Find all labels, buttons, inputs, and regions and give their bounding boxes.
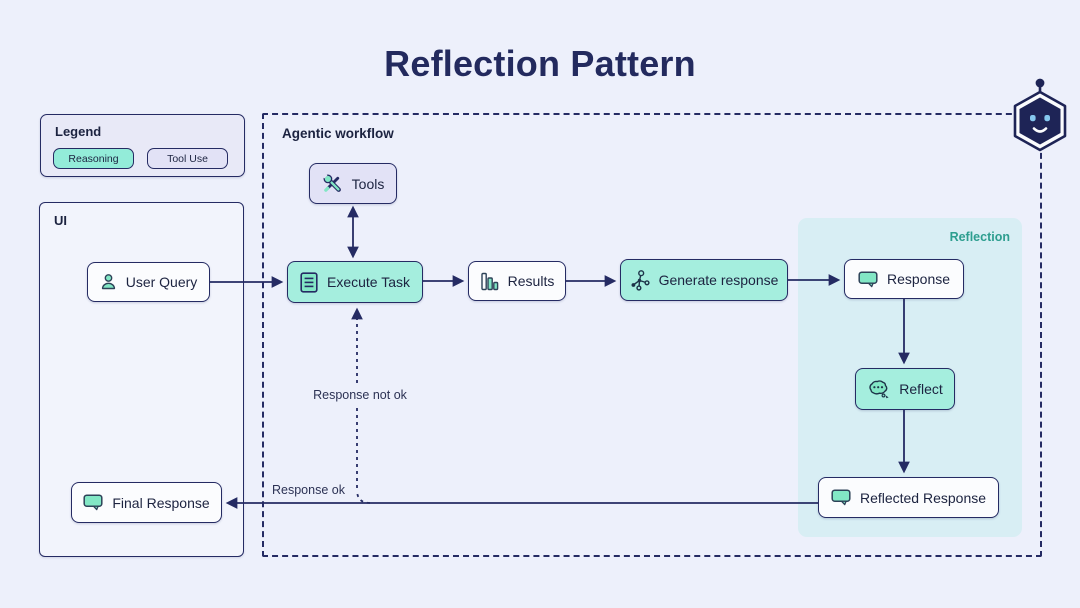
final-response-node: Final Response bbox=[71, 482, 222, 523]
reflection-title: Reflection bbox=[949, 230, 1010, 244]
legend-reasoning-pill: Reasoning bbox=[53, 148, 134, 169]
execute-task-label: Execute Task bbox=[326, 274, 410, 290]
ui-panel-title: UI bbox=[54, 213, 67, 228]
reflect-label: Reflect bbox=[899, 381, 943, 397]
legend-title: Legend bbox=[55, 124, 102, 139]
execute-task-node: Execute Task bbox=[287, 261, 423, 303]
tools-icon bbox=[321, 173, 343, 194]
final-response-label: Final Response bbox=[112, 494, 210, 511]
speech-bubble-icon bbox=[83, 494, 103, 511]
response-ok-label: Response ok bbox=[272, 483, 345, 497]
agentic-workflow-title: Agentic workflow bbox=[282, 126, 394, 141]
legend-tool-use-pill: Tool Use bbox=[147, 148, 228, 169]
reflected-response-node: Reflected Response bbox=[818, 477, 999, 518]
tools-label: Tools bbox=[351, 175, 385, 192]
robot-mascot-icon bbox=[1009, 77, 1071, 162]
tools-node: Tools bbox=[309, 163, 397, 204]
response-node: Response bbox=[844, 259, 964, 299]
reflected-response-label: Reflected Response bbox=[859, 489, 987, 506]
results-label: Results bbox=[507, 273, 555, 289]
network-graph-icon bbox=[630, 269, 650, 291]
reflect-node: Reflect bbox=[855, 368, 955, 410]
user-query-node: User Query bbox=[87, 262, 210, 302]
bar-chart-icon bbox=[480, 272, 499, 291]
user-icon bbox=[100, 273, 117, 291]
speech-bubble-icon bbox=[831, 489, 851, 506]
response-not-ok-label: Response not ok bbox=[313, 388, 407, 402]
thought-cloud-icon bbox=[867, 379, 890, 399]
results-node: Results bbox=[468, 261, 566, 301]
response-label: Response bbox=[886, 271, 951, 287]
legend-panel: Legend Reasoning Tool Use bbox=[40, 114, 245, 177]
user-query-label: User Query bbox=[125, 274, 198, 290]
generate-response-label: Generate response bbox=[658, 272, 779, 288]
agentic-workflow-panel: Agentic workflow bbox=[262, 113, 1042, 557]
speech-bubble-icon bbox=[858, 270, 878, 288]
task-document-icon bbox=[300, 271, 318, 293]
generate-response-node: Generate response bbox=[620, 259, 788, 301]
page-title: Reflection Pattern bbox=[384, 43, 696, 84]
